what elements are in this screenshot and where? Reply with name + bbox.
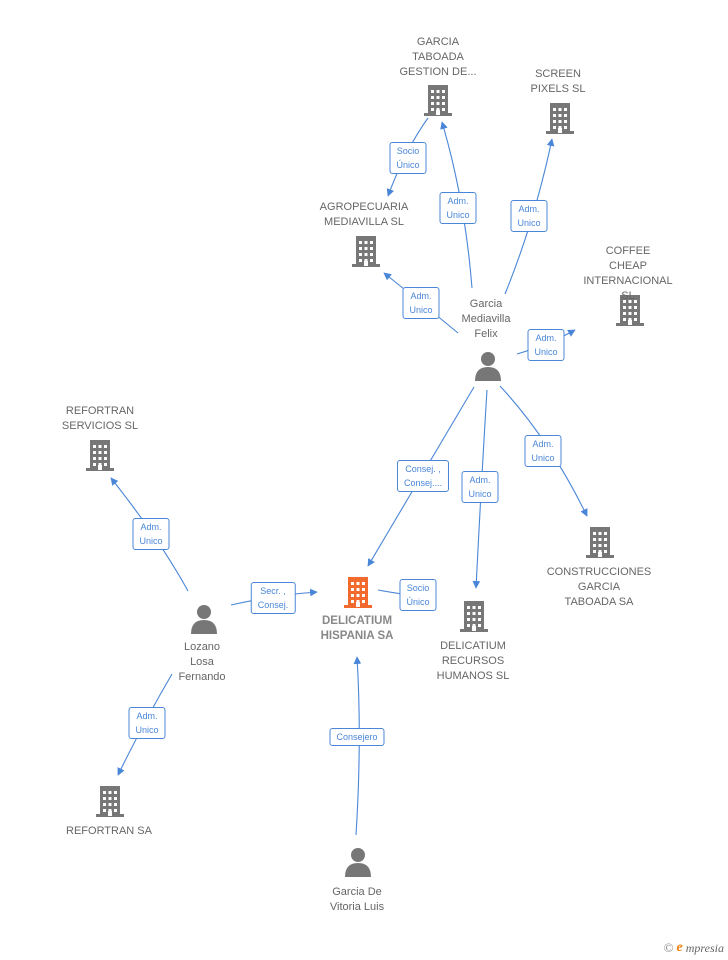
building-icon: [352, 236, 380, 267]
node-label-agropecuaria[interactable]: AGROPECUARIA MEDIAVILLA SL: [319, 201, 409, 228]
person-icon: [475, 352, 501, 381]
node-label-garcia-taboada-gestion[interactable]: GARCIA TABOADA GESTION DE...: [399, 36, 477, 78]
node-label-delicatium-rrhh[interactable]: DELICATIUM RECURSOS HUMANOS SL: [436, 640, 510, 682]
edge-label[interactable]: Adm. Unico: [128, 707, 166, 739]
node-label-delicatium-hispania[interactable]: DELICATIUM HISPANIA SA: [320, 615, 394, 642]
edge-label[interactable]: Adm. Unico: [439, 192, 477, 224]
brand-logo-text: mpresia: [685, 940, 724, 955]
edge-label[interactable]: Adm. Unico: [524, 435, 562, 467]
edge-garcia-de-vitoria-to-delicatium-hispania: [353, 656, 362, 836]
node-label-lozano[interactable]: Lozano Losa Fernando: [178, 641, 226, 683]
node-label-refortran-sa[interactable]: REFORTRAN SA: [66, 825, 152, 837]
building-icon: [86, 440, 114, 471]
node-screen-pixels[interactable]: [545, 101, 575, 140]
edge-label[interactable]: Socio Único: [389, 142, 427, 174]
node-delicatium-rrhh[interactable]: [459, 599, 489, 638]
building-icon: [616, 295, 644, 326]
edge-label[interactable]: Secr. , Consej.: [250, 582, 296, 614]
node-coffee-cheap[interactable]: [615, 293, 645, 332]
edge-label[interactable]: Socio Único: [399, 579, 437, 611]
node-label-screen-pixels[interactable]: SCREEN PIXELS SL: [530, 68, 586, 95]
edge-label[interactable]: Consejero: [329, 728, 385, 746]
person-icon: [191, 605, 217, 634]
node-garcia-de-vitoria[interactable]: [343, 847, 373, 882]
building-icon: [546, 103, 574, 134]
node-garcia-taboada-gestion[interactable]: [423, 83, 453, 122]
building-icon: [586, 527, 614, 558]
node-label-garcia-mediavilla[interactable]: Garcia Mediavilla Felix: [461, 298, 511, 340]
node-label-construcciones[interactable]: CONSTRUCCIONES GARCIA TABOADA SA: [546, 566, 652, 608]
building-icon: [424, 85, 452, 116]
node-construcciones[interactable]: [585, 525, 615, 564]
node-label-refortran-servicios[interactable]: REFORTRAN SERVICIOS SL: [61, 405, 139, 432]
edge-label[interactable]: Adm. Unico: [527, 329, 565, 361]
node-garcia-mediavilla[interactable]: [473, 351, 503, 386]
building-icon: [460, 601, 488, 632]
node-agropecuaria[interactable]: [351, 234, 381, 273]
edge-label[interactable]: Adm. Unico: [132, 518, 170, 550]
node-refortran-servicios[interactable]: [85, 438, 115, 477]
node-refortran-sa[interactable]: [95, 784, 125, 823]
node-lozano[interactable]: [189, 604, 219, 639]
building-icon: [96, 786, 124, 817]
edge-label[interactable]: Adm. Unico: [510, 200, 548, 232]
person-icon: [345, 848, 371, 877]
edge-label[interactable]: Adm. Unico: [461, 471, 499, 503]
edge-label[interactable]: Consej. , Consej....: [396, 460, 450, 492]
node-label-garcia-de-vitoria[interactable]: Garcia De Vitoria Luis: [329, 886, 385, 913]
main-company-building-icon: [344, 577, 372, 608]
copyright-symbol: ©: [663, 940, 674, 955]
brand-logo-initial: e: [676, 940, 683, 955]
node-delicatium-hispania[interactable]: [343, 575, 373, 614]
edge-label[interactable]: Adm. Unico: [402, 287, 440, 319]
node-label-coffee-cheap[interactable]: COFFEE CHEAP INTERNACIONAL SL: [583, 245, 673, 302]
